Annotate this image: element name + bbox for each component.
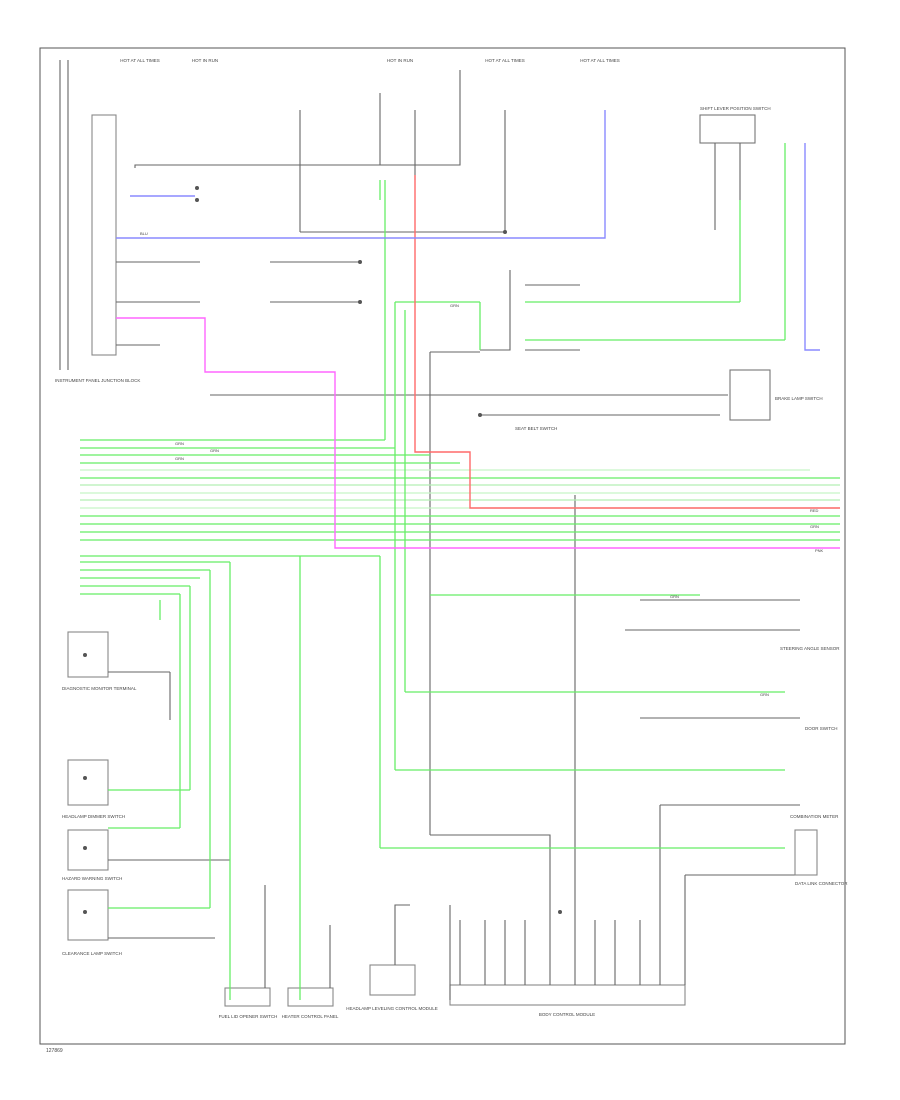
wire-tag: GRN	[810, 524, 819, 529]
bottom-component-labels: FUEL LID OPENER SWITCH HEATER CONTROL PA…	[219, 1006, 596, 1019]
component-label: SEAT BELT SWITCH	[515, 426, 557, 431]
connector-dots	[83, 186, 562, 914]
component-label: BODY CONTROL MODULE	[539, 1012, 595, 1017]
top-label: HOT AT ALL TIMES	[485, 58, 525, 63]
top-label: HOT IN RUN	[192, 58, 218, 63]
wire-tag: GRN	[670, 594, 679, 599]
component-label: STEERING ANGLE SENSOR	[780, 646, 840, 651]
top-labels: HOT IN RUN HOT AT ALL TIMES HOT IN RUN H…	[120, 58, 620, 63]
component-label: HAZARD WARNING SWITCH	[62, 876, 122, 881]
component-label: HEADLAMP DIMMER SWITCH	[62, 814, 125, 819]
component-label: BRAKE LAMP SWITCH	[775, 396, 823, 401]
wire-tag: GRN	[175, 441, 184, 446]
wire-tag: GRN	[450, 303, 459, 308]
blue-wires	[116, 110, 820, 351]
component-label: DIAGNOSTIC MONITOR TERMINAL	[62, 686, 137, 691]
right-component-labels: SHIFT LEVER POSITION SWITCH BRAKE LAMP S…	[515, 106, 848, 886]
diagram-frame	[39, 47, 846, 1045]
component-label: DOOR SWITCH	[805, 726, 838, 731]
black-wires	[59, 60, 818, 1007]
component-label: SHIFT LEVER POSITION SWITCH	[700, 106, 771, 111]
component-label: DATA LINK CONNECTOR	[795, 881, 848, 886]
wire-tag: RED	[810, 508, 819, 513]
red-wire	[414, 175, 840, 509]
component-label: INSTRUMENT PANEL JUNCTION BLOCK	[55, 378, 140, 383]
component-label: HEADLAMP LEVELING CONTROL MODULE	[346, 1006, 438, 1011]
component-label: COMBINATION METER	[790, 814, 839, 819]
wire-tags: GRN GRN GRN BLU GRN RED GRN PNK GRN GRN	[140, 231, 824, 697]
pink-wire	[116, 317, 840, 549]
top-label: HOT AT ALL TIMES	[580, 58, 620, 63]
wire-tag: PNK	[815, 548, 824, 553]
top-label: HOT IN RUN	[387, 58, 413, 63]
footer-code: 127869	[46, 1048, 63, 1054]
wire-tag: GRN	[175, 456, 184, 461]
wire-tag: GRN	[760, 692, 769, 697]
green-wires	[80, 143, 840, 1000]
component-label: CLEARANCE LAMP SWITCH	[62, 951, 122, 956]
top-label: HOT AT ALL TIMES	[120, 58, 160, 63]
wire-tag: GRN	[210, 448, 219, 453]
left-component-labels: INSTRUMENT PANEL JUNCTION BLOCK DIAGNOST…	[55, 378, 140, 956]
component-label: FUEL LID OPENER SWITCH	[219, 1014, 278, 1019]
wire-tag: BLU	[140, 231, 148, 236]
component-label: HEATER CONTROL PANEL	[282, 1014, 339, 1019]
